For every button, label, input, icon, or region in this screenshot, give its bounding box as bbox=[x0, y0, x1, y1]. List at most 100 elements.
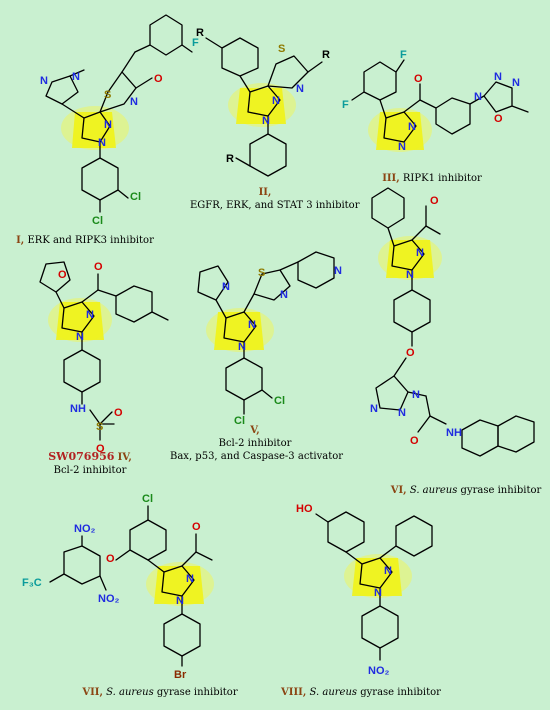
atom-N2-pyr-III: N bbox=[398, 141, 406, 153]
atom-N-thz-II: N bbox=[296, 83, 304, 95]
atom-Cl1-V: Cl bbox=[274, 395, 285, 407]
caption-IV-desc: Bcl-2 inhibitor bbox=[53, 465, 127, 476]
atom-O-ether-VII: O bbox=[106, 553, 115, 565]
triazole-ring-VI bbox=[375, 375, 409, 411]
atom-O-ether-VI: O bbox=[406, 347, 415, 359]
atom-NH-VI: NH bbox=[446, 427, 462, 439]
caption-V-desc1: Bcl-2 inhibitor bbox=[218, 438, 292, 449]
caption-IV: SW076956 IV, Bcl-2 inhibitor bbox=[30, 450, 150, 477]
atom-N-thz-V: N bbox=[280, 289, 288, 301]
tolyl-ring-IV bbox=[115, 285, 153, 323]
hydroxyphenyl-ring-VIII bbox=[327, 511, 365, 553]
atom-O-acetyl-VI: O bbox=[430, 195, 439, 207]
phenoxy-ring-VI bbox=[393, 289, 431, 333]
atom-O-amide-VI: O bbox=[410, 435, 419, 447]
caption-III-numeral: III, bbox=[382, 173, 400, 184]
atom-N-pyr-I: N bbox=[104, 119, 112, 131]
phenyl-ring-top-II bbox=[221, 37, 259, 77]
atom-N-pip-III: N bbox=[474, 91, 482, 103]
pyrazoline-ring-VIII bbox=[359, 557, 393, 589]
caption-VII-desc: gyrase inhibitor bbox=[156, 687, 238, 698]
pyridine-ring-V bbox=[297, 251, 335, 289]
atom-R1-II: R bbox=[322, 49, 330, 61]
caption-I: I, ERK and RIPK3 inhibitor bbox=[10, 234, 160, 247]
pyrazoline-ring-II bbox=[247, 85, 281, 117]
thiazole-ring-V bbox=[253, 269, 291, 301]
compound-VIII-structure: HO N N NO₂ bbox=[296, 503, 433, 677]
atom-NH-IV: NH bbox=[70, 403, 86, 415]
compound-III-structure: F F O N N N O N N bbox=[342, 49, 529, 153]
caption-I-numeral: I, bbox=[16, 235, 25, 246]
atom-O-I: O bbox=[154, 73, 163, 85]
atom-N1-triazole-VI: N bbox=[370, 403, 378, 415]
atom-S-I: S bbox=[104, 89, 111, 101]
caption-V-desc2: Bax, p53, and Caspase-3 activator bbox=[170, 451, 344, 462]
pyrazoline-ring-IV bbox=[61, 301, 95, 333]
caption-VII: VII, S. aureus gyrase inhibitor bbox=[80, 686, 240, 699]
caption-I-desc: ERK and RIPK3 inhibitor bbox=[27, 235, 154, 246]
caption-V: V, Bcl-2 inhibitor Bax, p53, and Caspase… bbox=[170, 424, 344, 463]
compound-V-structure: N S N N N N Cl Cl bbox=[197, 251, 342, 427]
atom-O-furan-IV: O bbox=[58, 269, 67, 281]
atom-N-pyr-VII: N bbox=[186, 573, 194, 585]
atom-N-pyr-VI: N bbox=[416, 247, 424, 259]
atom-R3-II: R bbox=[226, 153, 234, 165]
compound-VI-structure: O N N O N N N O NH bbox=[370, 187, 535, 457]
phenyl-ring-bottom-II bbox=[249, 133, 287, 177]
pyrazoline-ring-III bbox=[383, 111, 417, 143]
atom-N2-imid-I: N bbox=[72, 71, 80, 83]
atom-N2-pyr-V: N bbox=[238, 341, 246, 353]
caption-VII-numeral: VII, bbox=[82, 687, 103, 698]
dichlorophenyl-ring-I bbox=[81, 157, 119, 201]
caption-II: II, EGFR, ERK, and STAT 3 inhibitor bbox=[190, 186, 360, 212]
atom-N2-pyr-VIII: N bbox=[374, 587, 382, 599]
caption-III-desc: RIPK1 inhibitor bbox=[402, 173, 482, 184]
atom-NO2-2-VII: NO₂ bbox=[98, 593, 120, 605]
oxadiazole-ring-III bbox=[483, 81, 513, 113]
chlorophenyl-ring-VII bbox=[129, 519, 167, 561]
atom-R2-II: R bbox=[196, 27, 204, 39]
thiazole-ring-II bbox=[267, 55, 309, 89]
atom-N-pyr-II: N bbox=[272, 95, 280, 107]
caption-II-desc: EGFR, ERK, and STAT 3 inhibitor bbox=[190, 200, 360, 211]
caption-III: III, RIPK1 inhibitor bbox=[372, 172, 492, 185]
difluorophenyl-ring-III bbox=[363, 61, 397, 101]
bromophenyl-ring-VII bbox=[163, 613, 201, 657]
atom-O2-sulf-IV: O bbox=[96, 443, 105, 455]
furan-ring-IV bbox=[39, 261, 71, 293]
phenyl-ring-IV bbox=[63, 349, 101, 393]
compound-IV-structure: O O N N NH S O O bbox=[39, 261, 169, 455]
atom-S-V: S bbox=[258, 267, 265, 279]
nitrophenyl-ring-VIII bbox=[361, 605, 399, 649]
caption-VI: VI, S. aureus gyrase inhibitor bbox=[386, 484, 546, 497]
fluorophenyl-ring-I bbox=[149, 14, 183, 56]
atom-F-I: F bbox=[192, 37, 199, 49]
atom-N2-pyr-VI: N bbox=[406, 269, 414, 281]
pyrrole-ring-V bbox=[197, 265, 229, 301]
atom-N2-pyr-II: N bbox=[262, 115, 270, 127]
atom-F2-III: F bbox=[342, 99, 349, 111]
pyrazoline-ring-VII bbox=[161, 565, 195, 597]
phenyl-ring-VIII bbox=[395, 515, 433, 557]
caption-VIII-desc: gyrase inhibitor bbox=[360, 687, 441, 698]
compound-I-structure: S N O F N N N N Cl Cl bbox=[40, 14, 199, 227]
atom-N2-pyr-IV: N bbox=[76, 331, 84, 343]
atom-S-II: S bbox=[278, 43, 285, 55]
atom-Cl2-I: Cl bbox=[92, 215, 103, 227]
atom-O-carbonyl-IV: O bbox=[94, 261, 103, 273]
atom-N-pyridine-V: N bbox=[334, 265, 342, 277]
caption-IV-numeral: IV, bbox=[117, 452, 132, 463]
atom-Cl-VII: Cl bbox=[142, 493, 153, 505]
atom-N3-triazole-VI: N bbox=[412, 389, 420, 401]
atom-O-oxd-III: O bbox=[494, 113, 503, 125]
atom-NO2-1-VII: NO₂ bbox=[74, 523, 96, 535]
caption-V-numeral: V, bbox=[250, 425, 260, 436]
pyrazoline-ring-V bbox=[223, 311, 257, 343]
atom-N-I: N bbox=[130, 96, 138, 108]
atom-Br-VII: Br bbox=[174, 669, 187, 681]
pyrazoline-ring-I bbox=[81, 111, 111, 143]
atom-N2-pyr-I: N bbox=[98, 137, 106, 149]
pyrazoline-box-I bbox=[72, 112, 116, 148]
compound-VII-structure: Cl O O NO₂ NO₂ F₃C N N Br bbox=[22, 493, 214, 681]
